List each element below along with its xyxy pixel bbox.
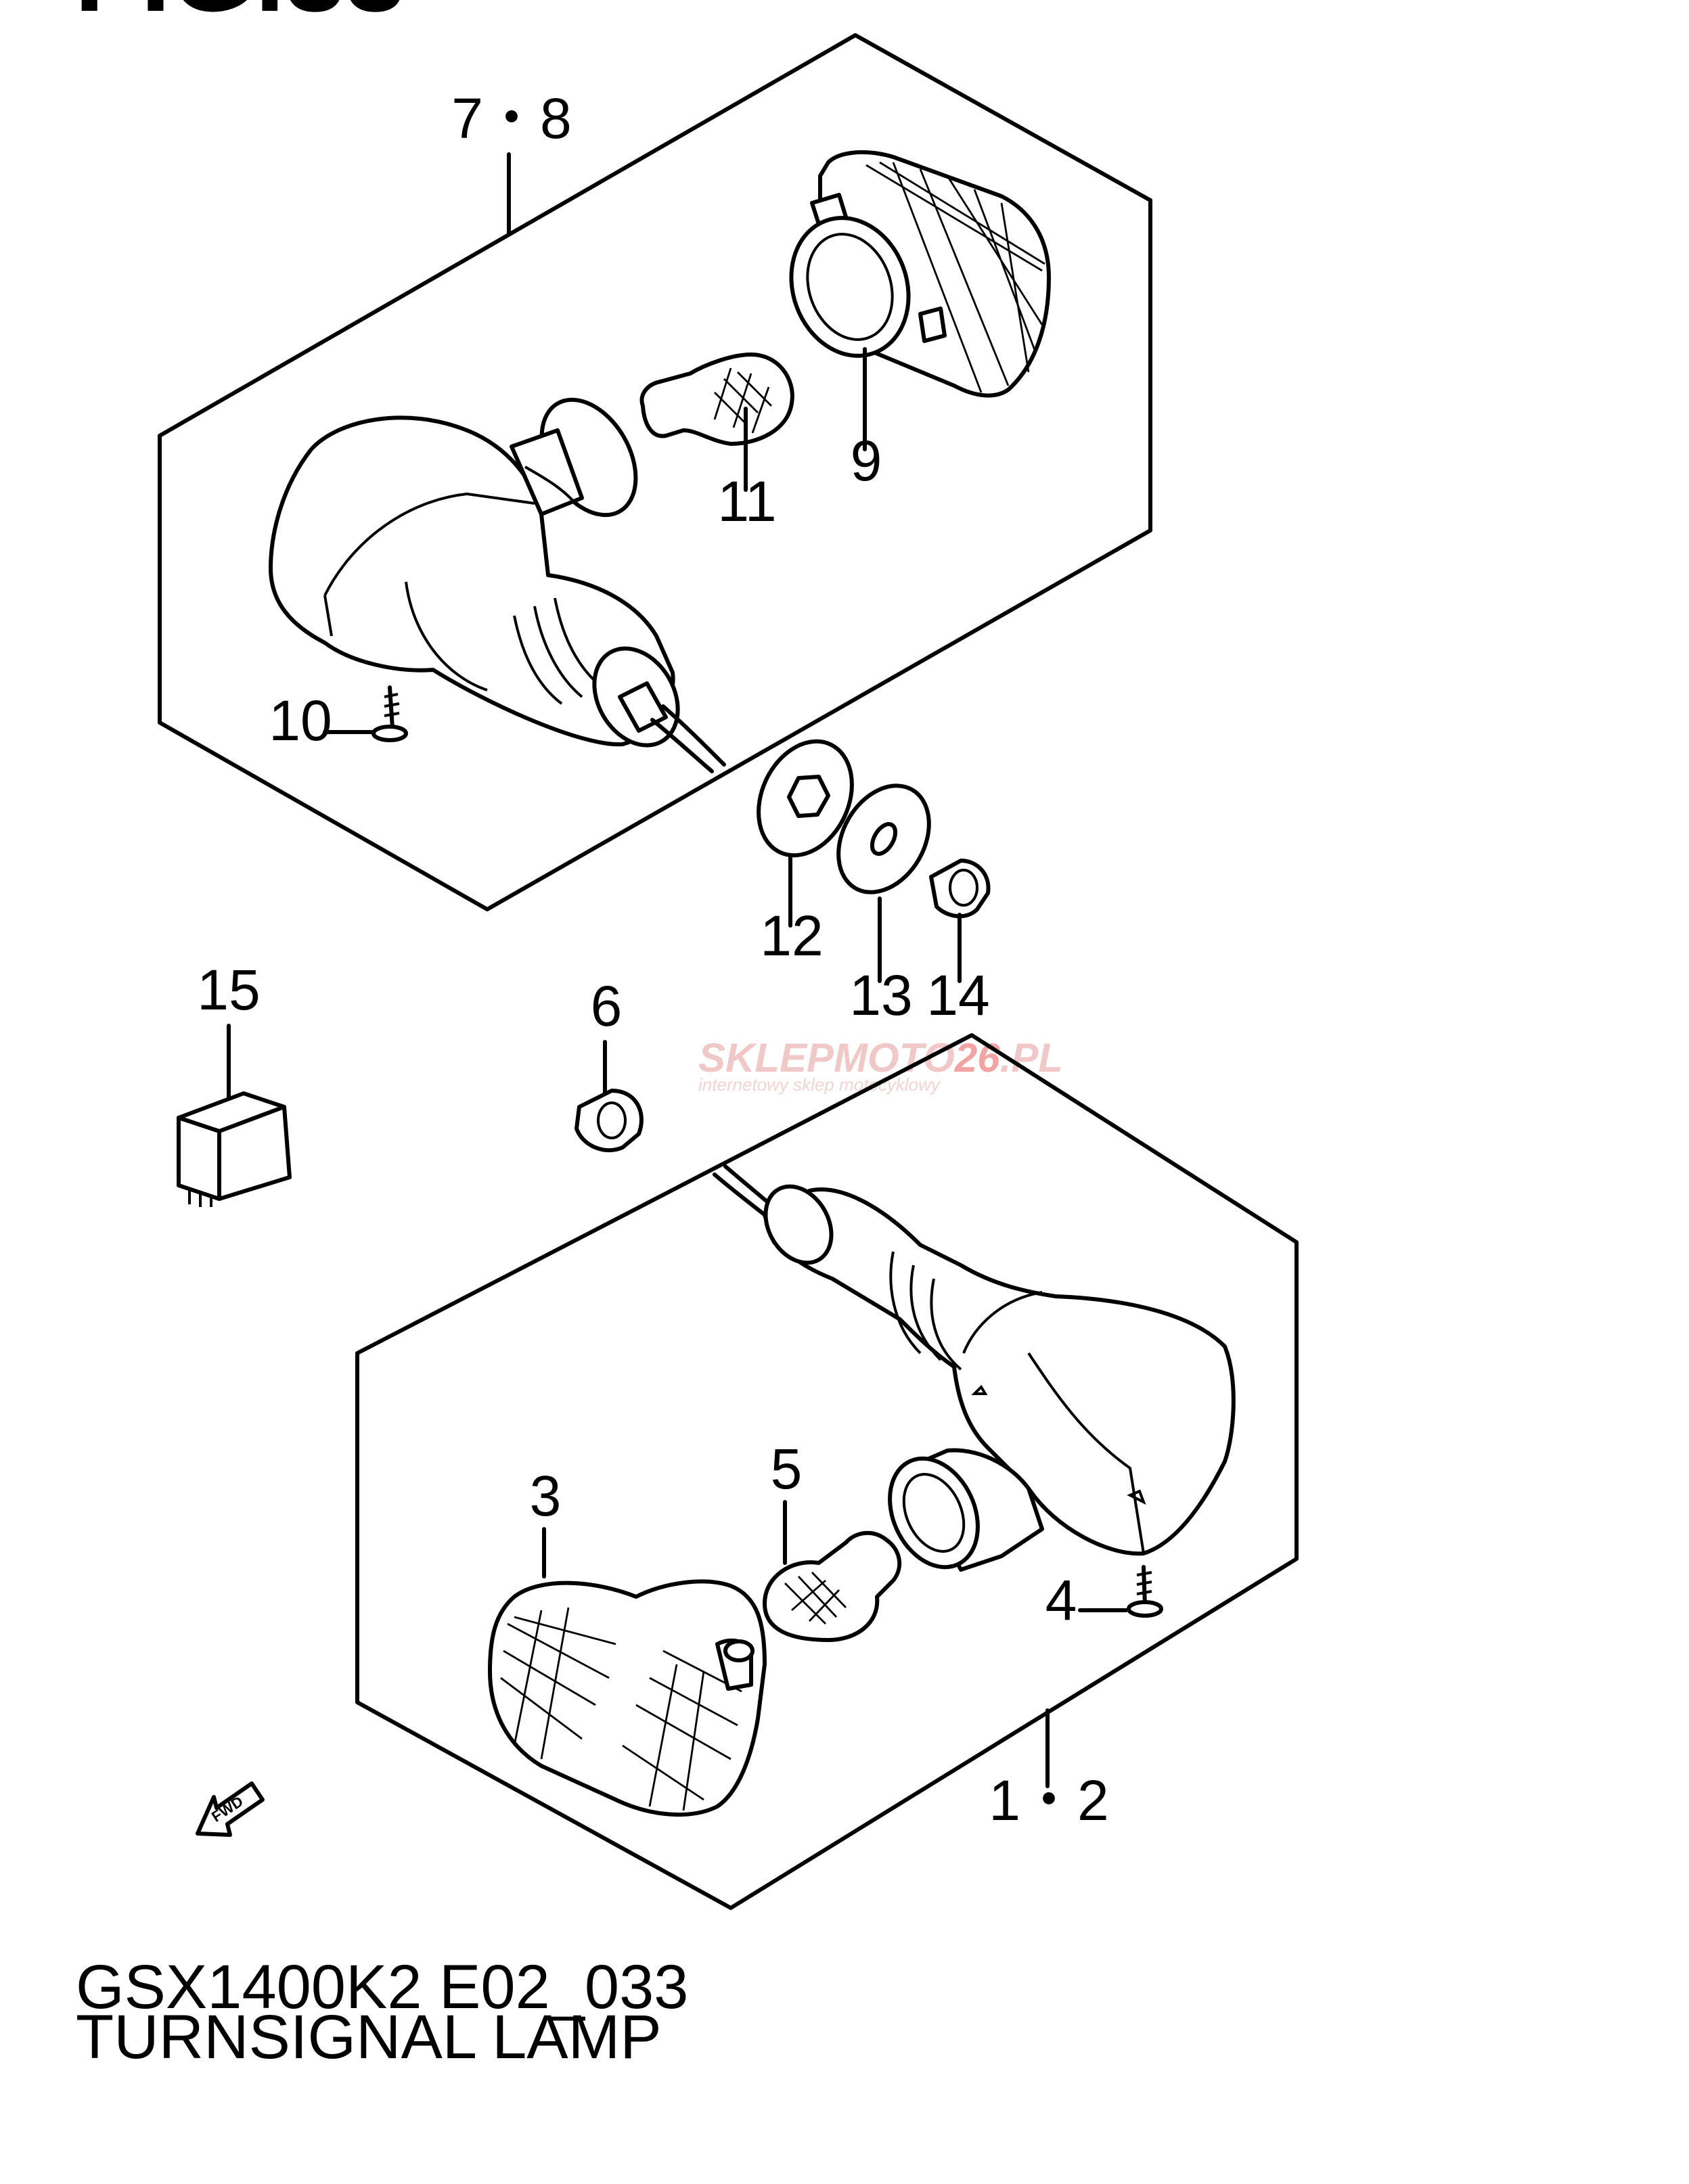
svg-text:7・8: 7・8: [451, 87, 571, 150]
diagram-title: TURNSIGNAL LAMP: [76, 2003, 662, 2072]
callout-7-8: 7・8: [451, 87, 572, 235]
svg-text:9: 9: [851, 429, 882, 493]
screw-4: [1127, 1565, 1163, 1618]
callout-1-2: 1・2: [989, 1708, 1109, 1832]
svg-text:internetowy sklep motocyklowy: internetowy sklep motocyklowy: [698, 1074, 941, 1095]
turnsignal-housing: [269, 415, 726, 773]
screw-10: [371, 685, 408, 742]
bulb-socket-lower: [888, 1448, 1044, 1572]
svg-text:14: 14: [926, 963, 989, 1027]
model-code: GSX1400K2 E02_033: [76, 1953, 688, 2022]
callout-5: 5: [771, 1437, 803, 1565]
lens-3: [488, 1579, 767, 1817]
svg-text:6: 6: [591, 974, 623, 1038]
forward-direction-arrow-icon: FWD: [196, 1781, 265, 1837]
assembly-frame-upper: [158, 33, 1152, 911]
callout-11: 11: [717, 407, 777, 533]
svg-text:11: 11: [717, 470, 776, 533]
svg-text:5: 5: [771, 1437, 803, 1501]
turnsignal-housing-lower: [713, 1164, 1236, 1556]
svg-text:4: 4: [1045, 1568, 1077, 1632]
svg-text:13: 13: [849, 963, 912, 1027]
bulb-5: [763, 1530, 901, 1642]
figure-header: FIG.33: [74, 0, 405, 34]
callout-9: 9: [851, 347, 882, 493]
callout-4: 4: [1045, 1568, 1128, 1632]
front-turnsignal-assembly: [158, 33, 1152, 911]
watermark: SKLEPMOTO26.PL internetowy sklep motocyk…: [698, 1035, 1063, 1095]
svg-text:1・2: 1・2: [989, 1769, 1108, 1832]
rear-turnsignal-assembly: [355, 1033, 1299, 1910]
nut-12: 12: [757, 739, 854, 968]
washer-13: 13: [836, 783, 931, 1027]
nut-6: 6: [575, 974, 644, 1152]
relay-15: 15: [177, 958, 292, 1207]
svg-text:10: 10: [269, 689, 332, 752]
nut-14: 14: [926, 859, 991, 1027]
svg-text:15: 15: [197, 958, 260, 1022]
svg-text:12: 12: [760, 904, 823, 968]
bulb-socket-upper: [510, 397, 638, 518]
callout-10: 10: [269, 689, 376, 752]
svg-text:3: 3: [530, 1464, 562, 1528]
callout-3: 3: [530, 1464, 562, 1578]
bulb-11: [639, 352, 794, 446]
assembly-frame-lower: [355, 1033, 1299, 1910]
lens-9: [789, 150, 1051, 398]
svg-text:SKLEPMOTO26.PL: SKLEPMOTO26.PL: [698, 1035, 1063, 1080]
